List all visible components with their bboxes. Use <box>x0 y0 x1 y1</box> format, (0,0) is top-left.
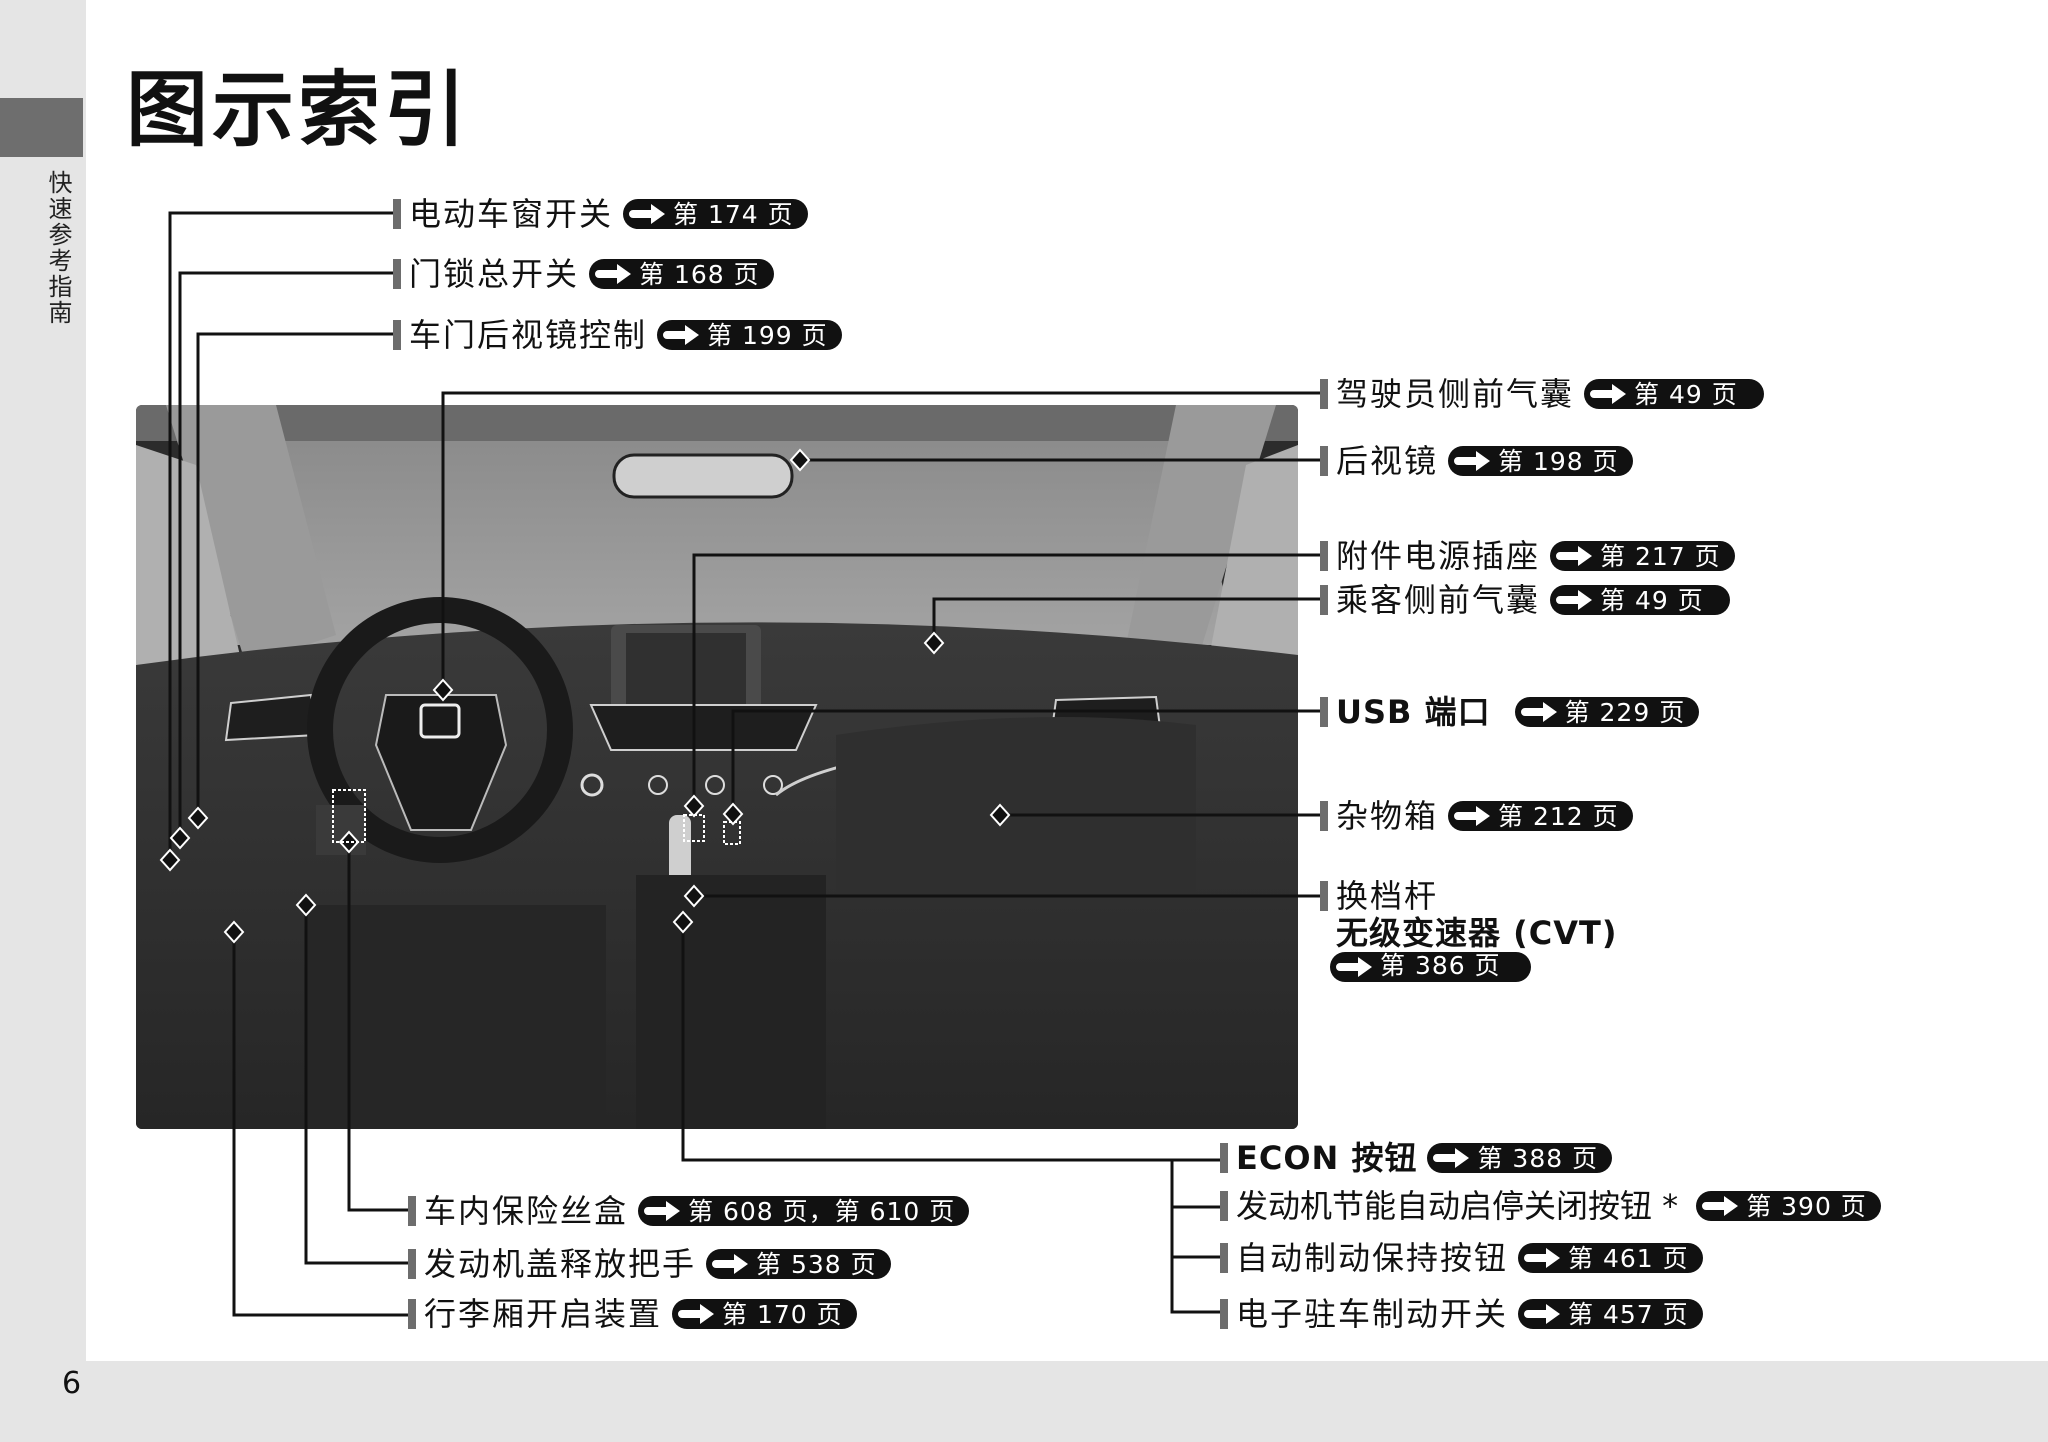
right-arrow-icon <box>712 1254 749 1274</box>
marker-bar <box>393 320 401 350</box>
marker-bar <box>1220 1243 1228 1273</box>
page-ref-link[interactable]: 第 390 页 <box>1696 1191 1881 1221</box>
right-arrow-icon <box>629 204 666 224</box>
right-arrow-icon <box>1520 702 1557 722</box>
callout-interior-fuse-box: 车内保险丝盒 第 608 页，第 610 页 <box>408 1195 970 1227</box>
marker-bar <box>408 1299 416 1329</box>
callout-rearview-mirror: 后视镜 第 198 页 <box>1320 445 1633 477</box>
page-ref-link[interactable]: 第 49 页 <box>1550 585 1730 615</box>
right-arrow-icon <box>1433 1148 1470 1168</box>
right-arrow-icon <box>1524 1248 1561 1268</box>
page-number: 6 <box>62 1366 82 1401</box>
marker-bar <box>1320 881 1328 912</box>
side-strip <box>0 0 86 1442</box>
callout-trunk-release: 行李厢开启装置 第 170 页 <box>408 1298 857 1330</box>
marker-bar <box>1320 697 1328 727</box>
marker-bar <box>1320 541 1328 571</box>
right-arrow-icon <box>1556 546 1593 566</box>
callout-master-door-lock-switch: 门锁总开关 第 168 页 <box>393 258 774 290</box>
right-arrow-icon <box>1524 1304 1561 1324</box>
callout-hood-release-handle: 发动机盖释放把手 第 538 页 <box>408 1248 891 1280</box>
page-ref-link[interactable]: 第 608 页，第 610 页 <box>638 1196 970 1226</box>
page-ref-link[interactable]: 第 388 页 <box>1427 1143 1613 1173</box>
footer-band <box>0 1361 2048 1442</box>
callout-econ-button: ECON 按钮 第 388 页 <box>1220 1142 1613 1174</box>
section-tab-label: 快速参考指南 <box>44 170 72 326</box>
page-ref-link[interactable]: 第 538 页 <box>706 1249 891 1279</box>
dashboard-photo <box>136 405 1298 1129</box>
right-arrow-icon <box>1454 806 1491 826</box>
callout-glove-box: 杂物箱 第 212 页 <box>1320 800 1633 832</box>
right-arrow-icon <box>1556 590 1593 610</box>
right-arrow-icon <box>678 1304 715 1324</box>
page-ref-link[interactable]: 第 461 页 <box>1518 1243 1703 1273</box>
right-arrow-icon <box>1590 384 1627 404</box>
callout-auto-brake-hold-button: 自动制动保持按钮 第 461 页 <box>1220 1242 1703 1274</box>
marker-bar <box>1220 1143 1228 1173</box>
marker-bar <box>1320 379 1328 409</box>
callout-door-mirror-control: 车门后视镜控制 第 199 页 <box>393 319 842 351</box>
right-arrow-icon <box>644 1201 681 1221</box>
right-arrow-icon <box>595 264 632 284</box>
page-ref-link[interactable]: 第 174 页 <box>623 199 808 229</box>
page-ref-link[interactable]: 第 170 页 <box>672 1299 857 1329</box>
page-ref-link[interactable]: 第 229 页 <box>1514 697 1700 727</box>
callout-shift-lever: 换档杆 无级变速器 (CVT) 第 386 页 <box>1320 878 1617 982</box>
page-ref-link[interactable]: 第 49 页 <box>1584 379 1764 409</box>
callout-auto-idle-stop-off-button: 发动机节能自动启停关闭按钮 * 第 390 页 <box>1220 1190 1881 1222</box>
callout-driver-front-airbag: 驾驶员侧前气囊 第 49 页 <box>1320 378 1764 410</box>
section-tab[interactable] <box>0 98 83 157</box>
right-arrow-icon <box>1454 451 1491 471</box>
page-ref-link[interactable]: 第 168 页 <box>589 259 774 289</box>
right-arrow-icon <box>1336 956 1372 977</box>
callout-power-window-switch: 电动车窗开关 第 174 页 <box>393 198 808 230</box>
marker-bar <box>393 259 401 289</box>
marker-bar <box>408 1196 416 1226</box>
marker-bar <box>1220 1299 1228 1329</box>
marker-bar <box>1320 446 1328 476</box>
page-ref-link[interactable]: 第 198 页 <box>1448 446 1633 476</box>
right-arrow-icon <box>1702 1196 1739 1216</box>
page-title: 图示索引 <box>126 63 471 158</box>
marker-bar <box>393 199 401 229</box>
marker-bar <box>1220 1191 1228 1221</box>
callout-electric-parking-brake-switch: 电子驻车制动开关 第 457 页 <box>1220 1298 1703 1330</box>
page-ref-link[interactable]: 第 386 页 <box>1330 951 1531 982</box>
marker-bar <box>1320 801 1328 831</box>
page-ref-link[interactable]: 第 212 页 <box>1448 801 1633 831</box>
callout-passenger-front-airbag: 乘客侧前气囊 第 49 页 <box>1320 584 1730 616</box>
right-arrow-icon <box>663 325 700 345</box>
page-ref-link[interactable]: 第 457 页 <box>1518 1299 1703 1329</box>
marker-bar <box>408 1249 416 1279</box>
page-ref-link[interactable]: 第 199 页 <box>657 320 842 350</box>
marker-bar <box>1320 585 1328 615</box>
callout-accessory-power-socket: 附件电源插座 第 217 页 <box>1320 540 1735 572</box>
callout-usb-port: USB 端口 第 229 页 <box>1320 696 1700 728</box>
page-ref-link[interactable]: 第 217 页 <box>1550 541 1735 571</box>
